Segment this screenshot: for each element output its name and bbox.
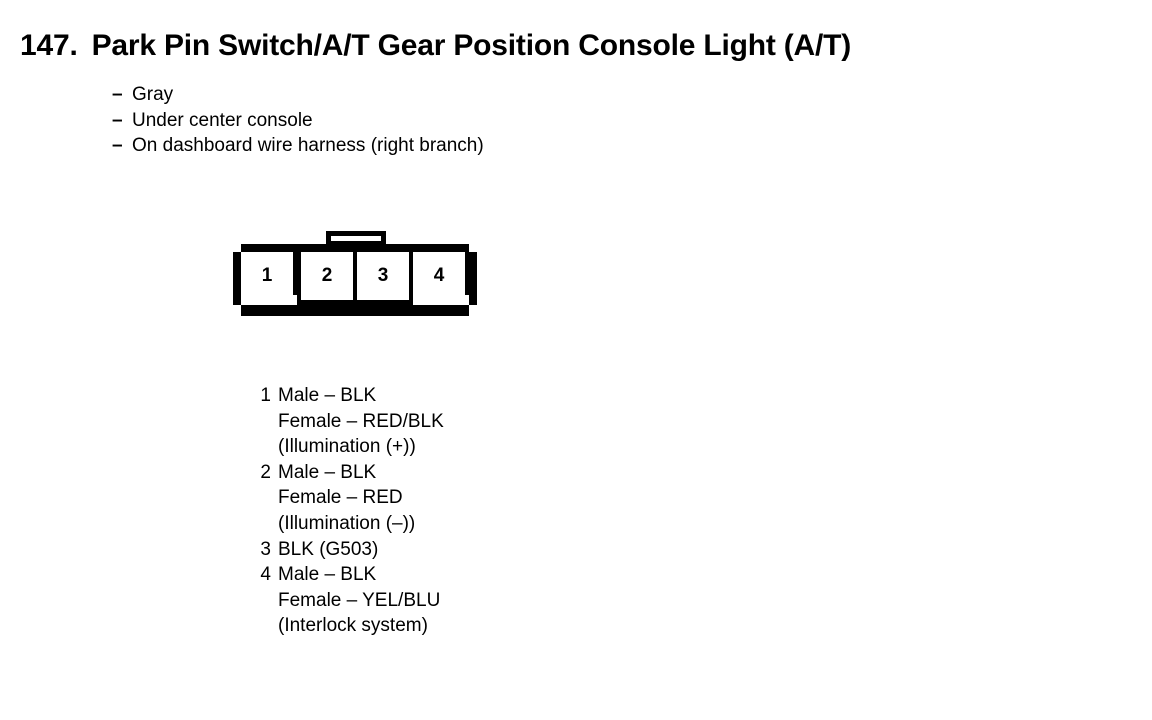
dash-bullet-icon: – (112, 135, 123, 156)
pin-number: 1 (260, 385, 271, 406)
connector-cavity-3: 3 (357, 252, 409, 300)
pin-group-4: 4 Male – BLK 4Female – YEL/BLU 4(Interloc… (246, 562, 444, 639)
connector-diagram: 1 2 3 4 (233, 231, 481, 321)
pin-group-2: 2 Male – BLK 2Female – RED 2(Illumination… (246, 460, 444, 537)
page-title-number: 147. (20, 29, 78, 62)
pin-line: 4 Male – BLK (246, 562, 444, 588)
attribute-label-color: Gray (132, 84, 174, 105)
pin-line: 3 BLK (G503) (246, 537, 444, 563)
pin-group-1: 1 Male – BLK 1Female – RED/BLK 1(Illumina… (246, 383, 444, 460)
pin-text: Male – BLK (278, 461, 377, 483)
connector-ear-cut-left (233, 305, 241, 316)
connector-body-outline: 1 2 3 4 (233, 244, 477, 316)
pin-text: Female – RED/BLK (278, 410, 444, 432)
pin-line: 1 Male – BLK (246, 383, 444, 409)
connector-cavity-2: 2 (301, 252, 353, 300)
pin-text: Male – BLK (278, 385, 377, 406)
connector-locking-tab-icon (326, 231, 386, 248)
connector-notch-top-right (469, 244, 477, 252)
attribute-row-location: –Under center console (112, 108, 484, 134)
pin-text: Female – RED (278, 487, 403, 509)
pin-text: BLK (G503) (278, 538, 379, 560)
connector-attribute-list: –Gray –Under center console –On dashboar… (112, 82, 484, 159)
pin-text: Male – BLK (278, 564, 377, 586)
pin-text: (Illumination (+)) (278, 436, 416, 458)
pin-line: 4Female – YEL/BLU (246, 588, 444, 614)
pin-line: 2 Male – BLK (246, 460, 444, 486)
pin-line: 1(Illumination (+)) (246, 434, 444, 460)
connector-cavity-1: 1 (241, 252, 293, 300)
pin-line: 4(Interlock system) (246, 613, 444, 639)
pin-number: 4 (260, 564, 271, 586)
pin-text: (Illumination (–)) (278, 512, 416, 534)
dash-bullet-icon: – (112, 109, 123, 131)
connector-notch-top-left (233, 244, 241, 252)
pin-line: 2(Illumination (–)) (246, 511, 444, 537)
connector-cavity-4: 4 (413, 252, 465, 300)
pin-line: 1Female – RED/BLK (246, 409, 444, 435)
attribute-row-color: –Gray (112, 82, 484, 108)
pin-group-3: 3 BLK (G503) (246, 537, 444, 563)
connector-locking-tab-slot (331, 236, 381, 241)
page-title-text: Park Pin Switch/A/T Gear Position Consol… (91, 29, 852, 62)
attribute-label-harness: On dashboard wire harness (right branch) (132, 135, 484, 156)
pin-text: (Interlock system) (278, 615, 428, 637)
connector-notch-bottom-left (241, 295, 297, 305)
pin-line: 2Female – RED (246, 485, 444, 511)
dash-bullet-icon: – (112, 84, 123, 105)
connector-notch-bottom-right (413, 295, 469, 305)
pin-text: Female – YEL/BLU (278, 589, 441, 611)
pin-number: 2 (260, 461, 271, 483)
page-title: 147. Park Pin Switch/A/T Gear Position Co… (20, 28, 851, 64)
attribute-row-harness: –On dashboard wire harness (right branch… (112, 133, 484, 159)
pin-number: 3 (260, 538, 271, 560)
connector-ear-cut-right (469, 305, 477, 316)
attribute-label-location: Under center console (132, 109, 313, 131)
